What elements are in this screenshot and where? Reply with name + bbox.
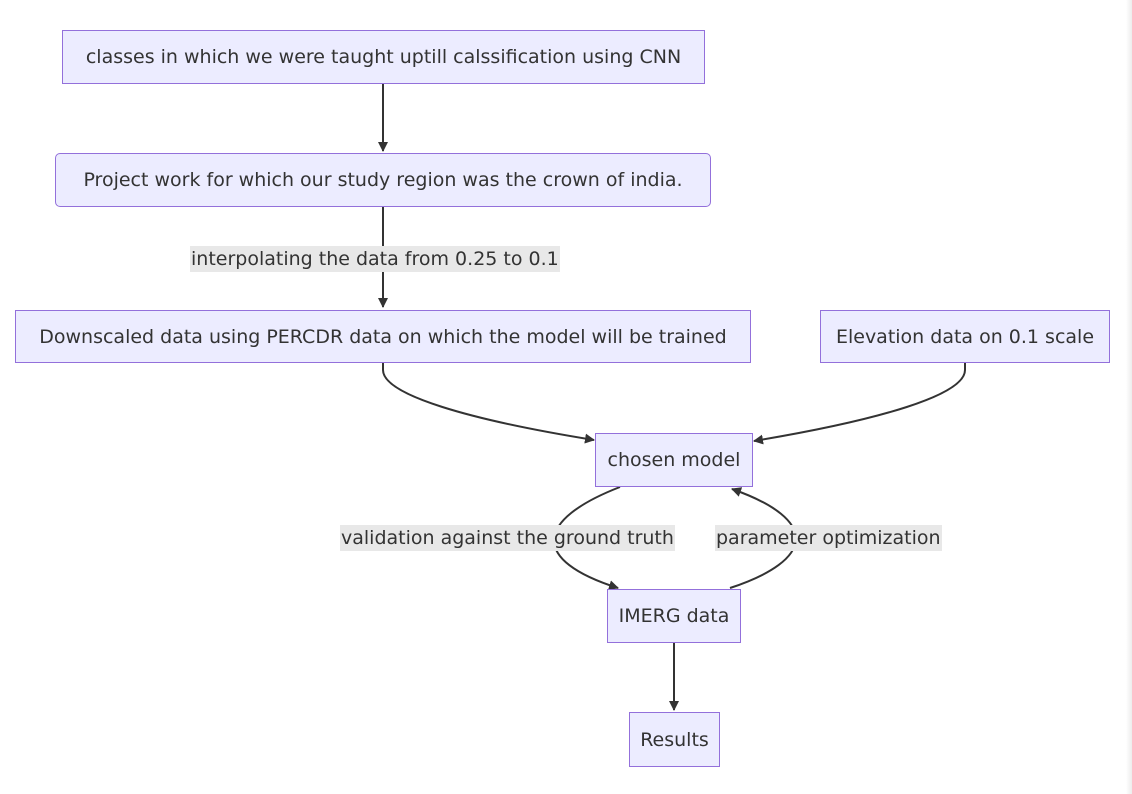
node-results: Results [629, 712, 720, 767]
node-downscaled: Downscaled data using PERCDR data on whi… [15, 310, 751, 363]
edge-label-parameter: parameter optimization [715, 525, 942, 551]
node-classes: classes in which we were taught uptill c… [62, 30, 705, 84]
node-project: Project work for which our study region … [55, 153, 711, 207]
node-imerg: IMERG data [607, 589, 741, 643]
edge-label-validation: validation against the ground truth [340, 525, 675, 551]
node-elevation: Elevation data on 0.1 scale [820, 310, 1110, 363]
edge-elevation-to-chosen-model [753, 363, 966, 445]
edge-downscaled-to-chosen-model [382, 363, 595, 444]
page-edge-shadow [1126, 0, 1132, 794]
edge-label-interpolating: interpolating the data from 0.25 to 0.1 [190, 246, 560, 272]
node-chosen-model: chosen model [595, 433, 753, 487]
